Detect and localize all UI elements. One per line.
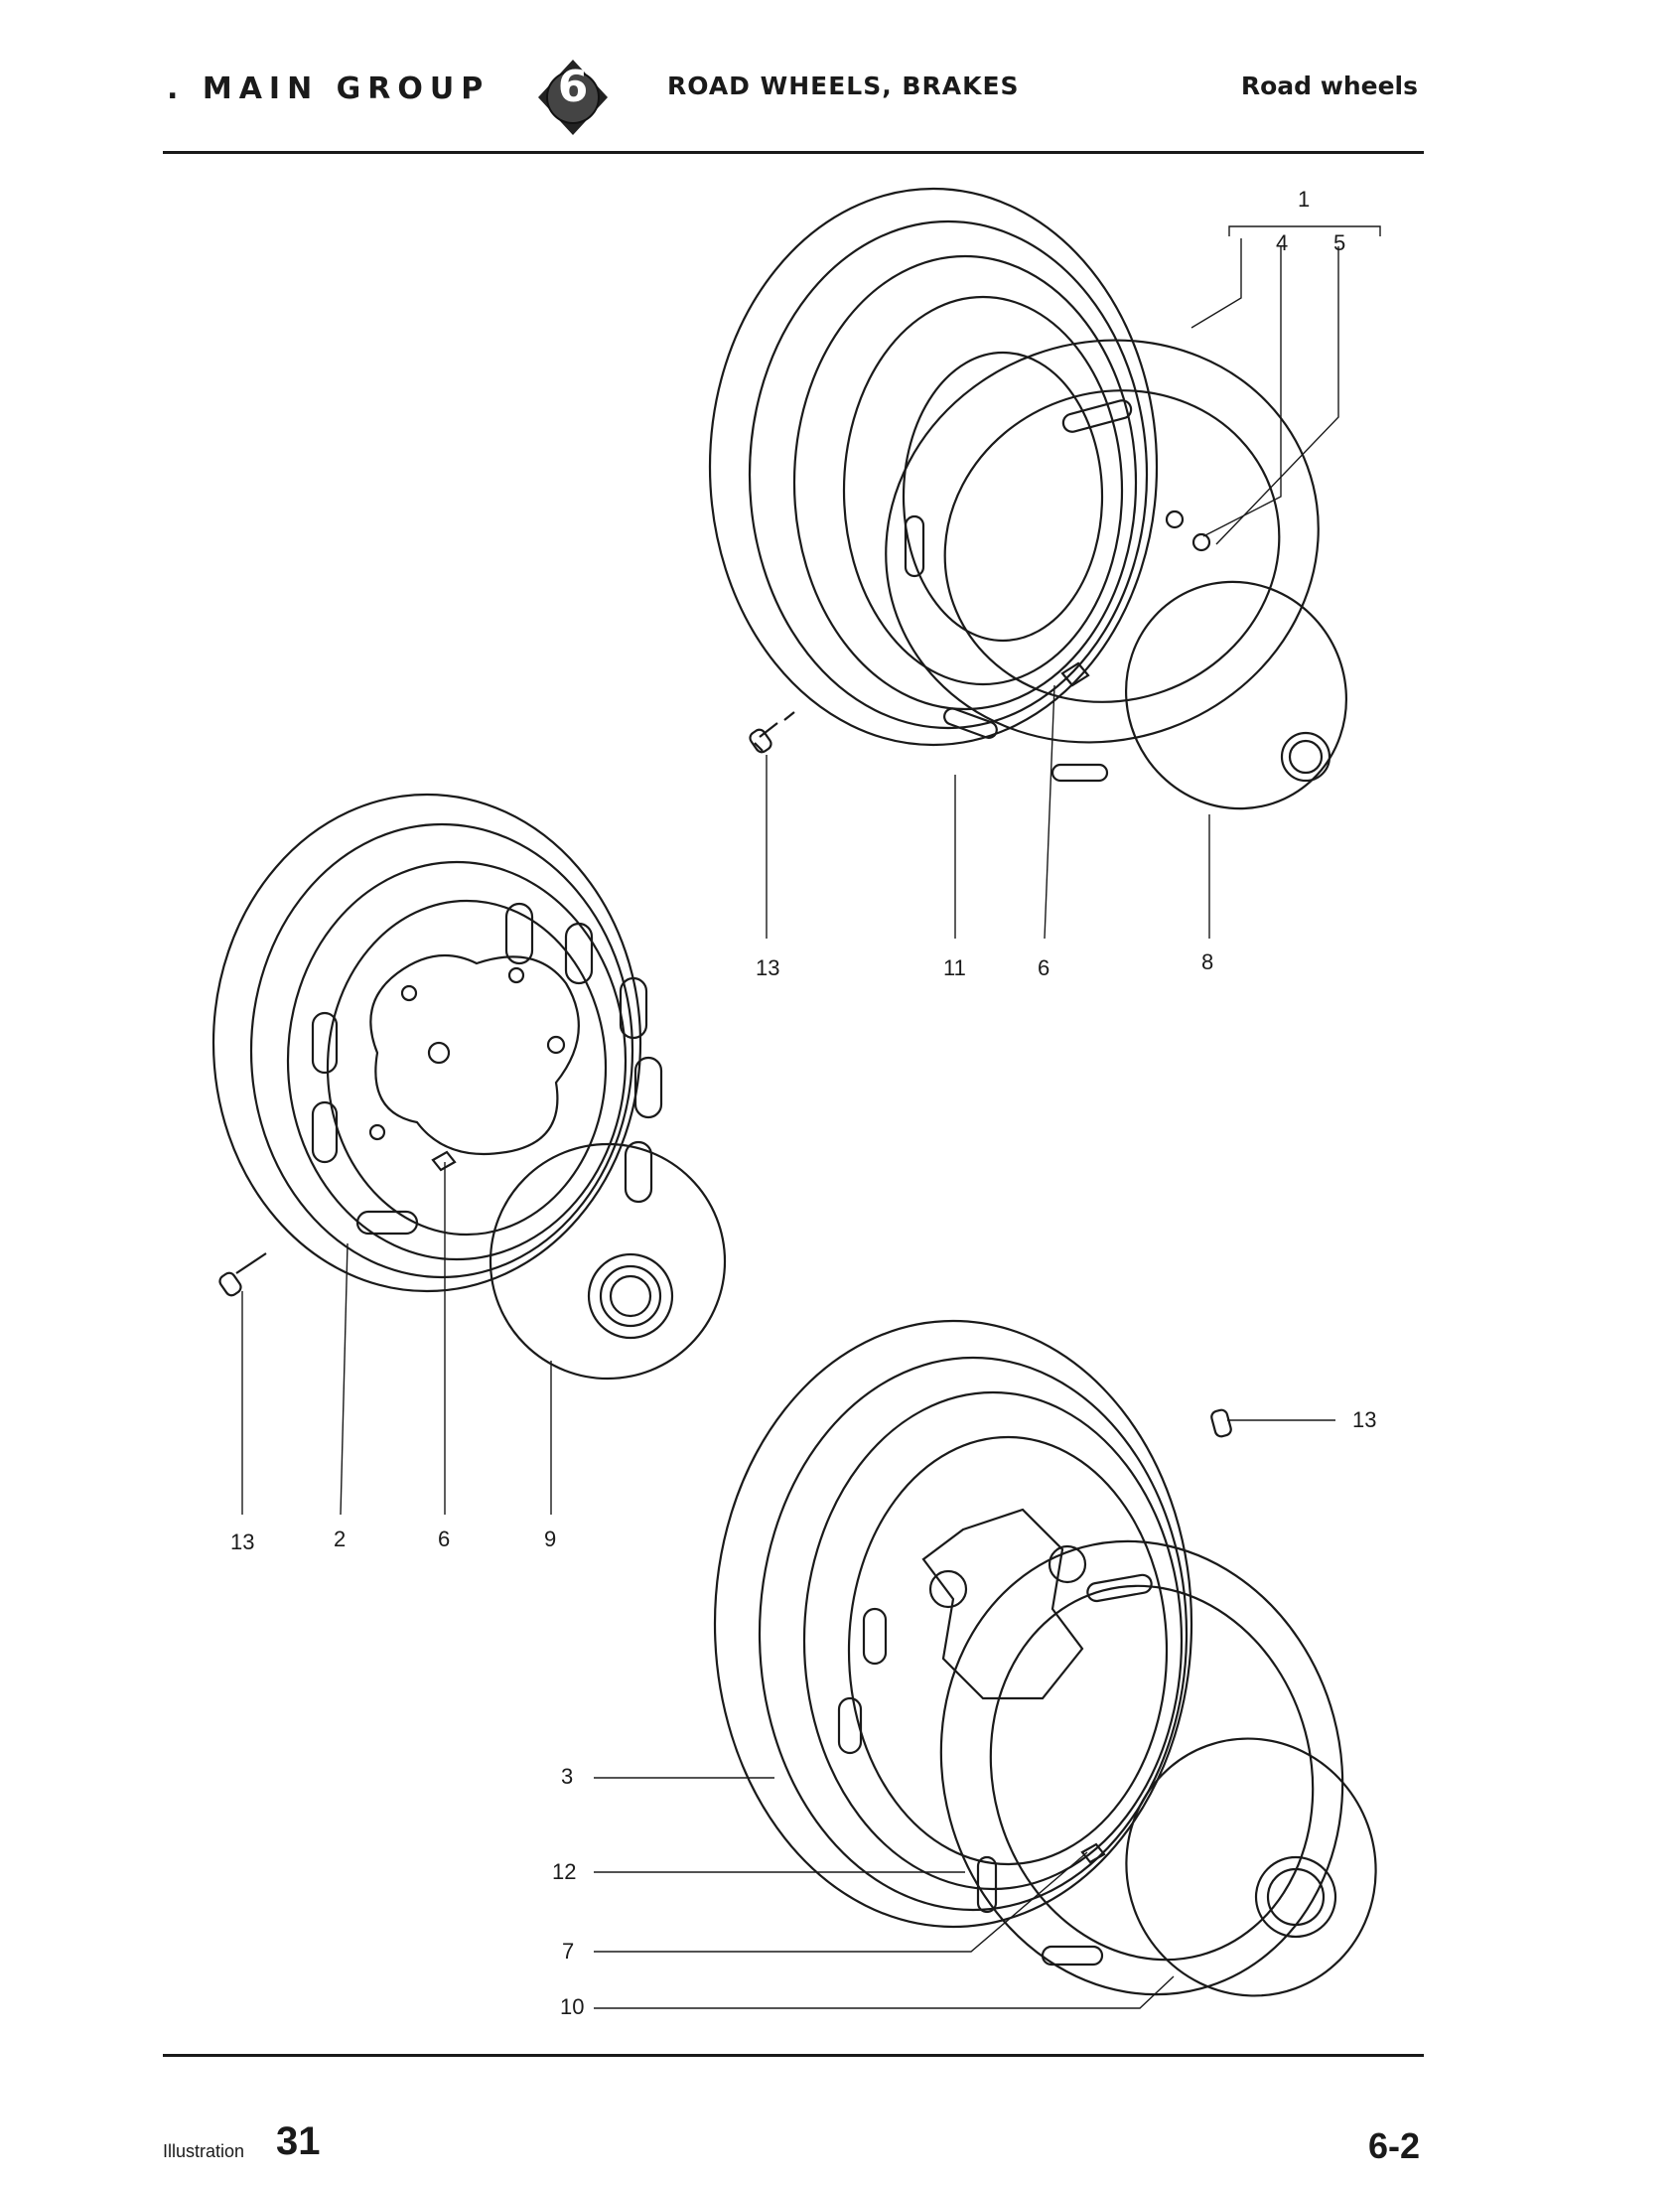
- callout-6-top: 6: [1038, 955, 1050, 980]
- bottom-trim-ring: [939, 1539, 1344, 1996]
- illustration-label: Illustration: [163, 2141, 245, 2161]
- callout-5: 5: [1333, 230, 1346, 255]
- subsection-title: Road wheels: [1240, 72, 1418, 100]
- middle-hub-cap: [489, 1142, 727, 1381]
- top-small-parts: [749, 510, 1211, 754]
- callout-3: 3: [561, 1764, 574, 1789]
- callout-8: 8: [1201, 949, 1214, 974]
- leader-lines: [241, 225, 1381, 2009]
- callout-9: 9: [544, 1527, 557, 1551]
- group-number-badge: 6: [534, 58, 612, 137]
- bottom-small-parts: [1080, 1408, 1232, 1864]
- page-number: 6-2: [1368, 2125, 1421, 2166]
- callout-12: 12: [552, 1859, 577, 1884]
- callout-13-middle: 13: [230, 1530, 255, 1554]
- middle-wheel: [211, 793, 663, 1293]
- callout-6-middle: 6: [438, 1527, 451, 1551]
- callout-1: 1: [1298, 187, 1311, 212]
- top-wheel-rim: [708, 187, 1159, 747]
- callout-7: 7: [562, 1939, 575, 1964]
- group-number: 6: [557, 62, 589, 112]
- callout-10: 10: [560, 1994, 585, 2019]
- callout-2: 2: [334, 1527, 347, 1551]
- callout-13-top: 13: [756, 955, 780, 980]
- illustration-number: 31: [276, 2119, 321, 2163]
- middle-small-parts: [218, 1150, 457, 1297]
- bottom-hub-cap: [1125, 1737, 1377, 1997]
- main-group-heading: . MAIN GROUP: [167, 72, 490, 106]
- header-rule: [163, 151, 1424, 154]
- section-title: ROAD WHEELS, BRAKES: [667, 72, 1020, 100]
- footer-rule: [163, 2054, 1424, 2057]
- bottom-wheel: [713, 1319, 1193, 1929]
- top-hub-cap: [1124, 580, 1348, 810]
- callout-11: 11: [943, 955, 966, 980]
- callout-4: 4: [1276, 230, 1289, 255]
- callout-13-bottom: 13: [1352, 1407, 1377, 1432]
